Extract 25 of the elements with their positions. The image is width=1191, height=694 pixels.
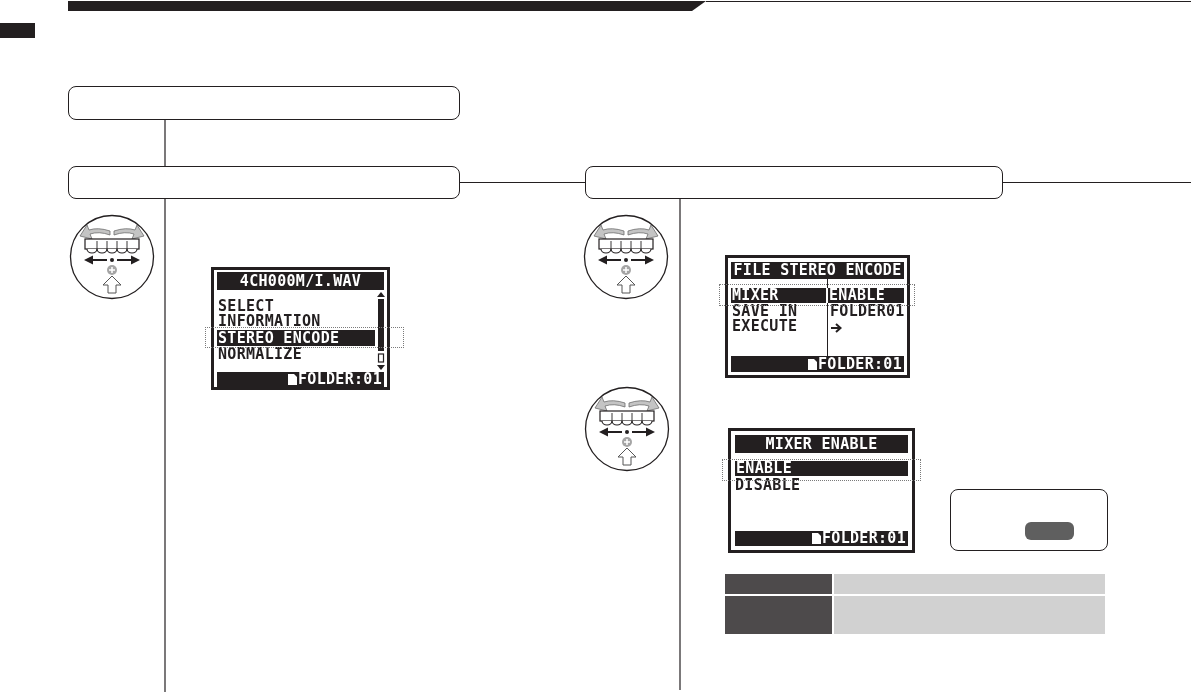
screen-title: 4CH000M/I.WAV: [217, 272, 384, 290]
screen-title: MIXER ENABLE: [735, 435, 908, 453]
rounded-box: [68, 86, 460, 120]
selected-menu-item: STEREO ENCODE: [217, 330, 375, 346]
screen-title: FILE STEREO ENCODE: [731, 262, 904, 279]
rounded-box: [950, 489, 1108, 551]
folder-label: FOLDER:01: [818, 356, 902, 372]
menu-item: INFORMATION: [218, 314, 321, 329]
menu-item: SELECT: [218, 299, 274, 314]
rounded-box: [68, 166, 460, 199]
folder-label: FOLDER:01: [298, 372, 382, 387]
lcd-screen: [211, 267, 390, 390]
connector-line: [459, 181, 586, 184]
rounded-box: [585, 166, 1003, 199]
selected-value: ENABLE: [828, 288, 904, 303]
menu-item: DISABLE: [735, 478, 801, 493]
menu-item: EXECUTE: [732, 319, 798, 334]
selected-menu-item: MIXER: [731, 288, 826, 303]
connector-line: [1002, 181, 1191, 184]
connector-line: [164, 119, 166, 167]
lcd-screen: [728, 428, 915, 553]
folder-label: FOLDER:01: [822, 531, 906, 546]
lcd-screen: [725, 255, 910, 378]
selected-menu-item: ENABLE: [735, 461, 908, 476]
menu-item: NORMALIZE: [218, 347, 302, 362]
